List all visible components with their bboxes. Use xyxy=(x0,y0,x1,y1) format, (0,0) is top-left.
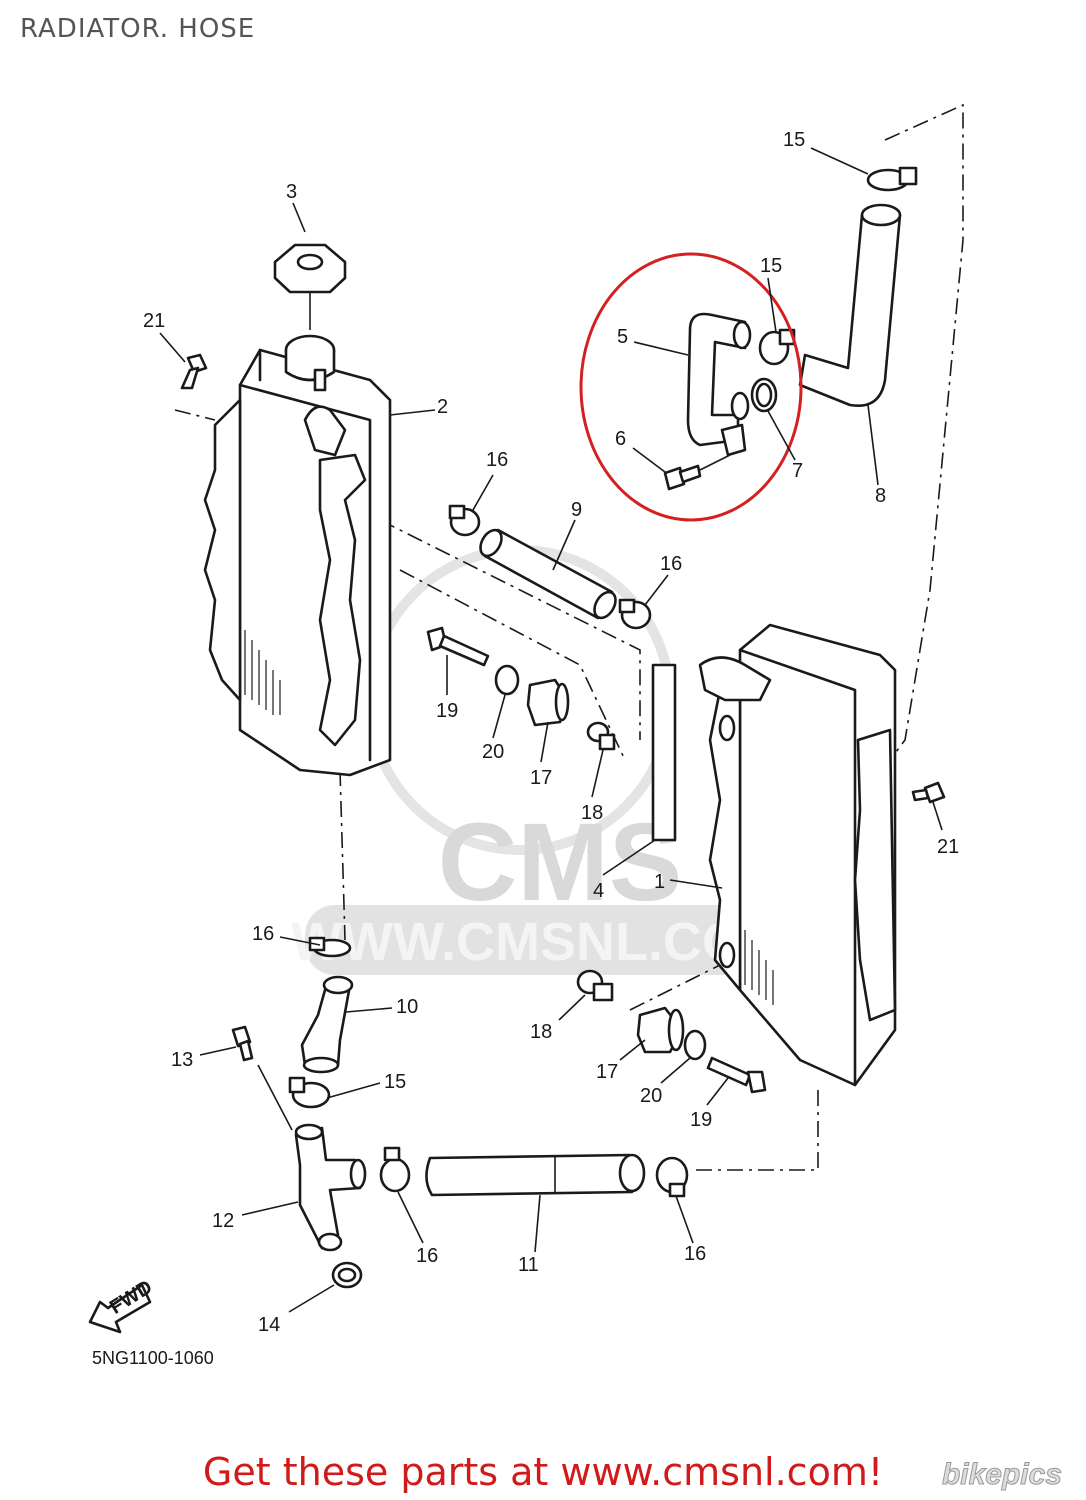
grommet-17-lower xyxy=(636,1006,685,1054)
clamp-16-c xyxy=(308,936,352,958)
leader-lines xyxy=(159,147,943,1313)
footer-logo: bikepics xyxy=(941,1458,1062,1492)
grommet-17-upper xyxy=(526,678,570,727)
callout-8: 8 xyxy=(875,485,886,507)
bolt-13 xyxy=(231,1025,293,1131)
clamp-16-a xyxy=(448,504,481,537)
callout-20-upper: 20 xyxy=(482,741,504,763)
callout-17-lower: 17 xyxy=(596,1061,618,1083)
fwd-arrow: FWD xyxy=(88,1276,156,1334)
callout-19-lower: 19 xyxy=(690,1109,712,1131)
hose-5 xyxy=(686,312,752,457)
callout-15-mid: 15 xyxy=(760,255,782,277)
callout-16-b: 16 xyxy=(660,553,682,575)
bolt-21-right xyxy=(911,781,946,804)
washer-20-lower xyxy=(683,1029,707,1061)
clamp-16-e xyxy=(655,1156,689,1198)
hose-8 xyxy=(798,203,902,408)
callout-5: 5 xyxy=(617,326,628,348)
callout-7: 7 xyxy=(792,460,803,482)
pipe-11 xyxy=(425,1153,646,1197)
callout-19-upper: 19 xyxy=(436,700,458,722)
diagram-code: 5NG1100-1060 xyxy=(92,1348,214,1368)
callout-14: 14 xyxy=(258,1314,280,1336)
bolt-21-left xyxy=(180,353,208,390)
pipe-12 xyxy=(294,1123,367,1252)
clamp-15-top xyxy=(866,166,918,192)
callout-2: 2 xyxy=(437,396,448,418)
clamp-15-mid xyxy=(758,328,796,366)
watermark: CMS WWW.CMSNL.COM xyxy=(291,545,789,975)
washer-20-upper xyxy=(494,664,520,696)
collar-18-lower xyxy=(576,969,614,1002)
callout-12: 12 xyxy=(212,1210,234,1232)
callout-16-e: 16 xyxy=(684,1243,706,1265)
callout-9: 9 xyxy=(571,499,582,521)
page-title: RADIATOR. HOSE xyxy=(20,14,256,44)
collar-18-upper xyxy=(586,721,616,751)
callout-20-lower: 20 xyxy=(640,1085,662,1107)
watermark-brand: CMS xyxy=(438,801,682,924)
bolt-19-lower xyxy=(706,1056,767,1094)
callout-21-right: 21 xyxy=(937,836,959,858)
clamp-15-lower xyxy=(288,1076,331,1109)
callout-16-d: 16 xyxy=(416,1245,438,1267)
callout-18-upper: 18 xyxy=(581,802,603,824)
o-ring-7 xyxy=(750,377,778,413)
callout-11: 11 xyxy=(518,1254,539,1276)
callout-15-top: 15 xyxy=(783,129,805,151)
callout-6: 6 xyxy=(615,428,626,450)
callout-15-lower: 15 xyxy=(384,1071,406,1093)
callout-16-c: 16 xyxy=(252,923,274,945)
callouts: 3 21 2 15 15 5 6 7 8 16 9 16 19 20 17 18… xyxy=(143,129,959,1336)
callout-4: 4 xyxy=(593,880,604,902)
clamp-16-d xyxy=(379,1146,411,1193)
footer-link[interactable]: Get these parts at www.cmsnl.com! xyxy=(202,1450,884,1494)
bolt-19-upper xyxy=(426,626,490,667)
callout-3: 3 xyxy=(286,181,297,203)
hose-10 xyxy=(300,975,354,1074)
callout-17-upper: 17 xyxy=(530,767,552,789)
callout-21-left: 21 xyxy=(143,310,165,332)
tube-9 xyxy=(479,528,617,620)
strip-4 xyxy=(651,663,677,842)
clamp-16-b xyxy=(618,598,652,630)
right-radiator xyxy=(698,623,897,1087)
callout-10: 10 xyxy=(396,996,418,1018)
callout-18-lower: 18 xyxy=(530,1021,552,1043)
o-ring-14 xyxy=(331,1261,363,1289)
left-radiator xyxy=(203,334,392,777)
highlight-circle xyxy=(579,252,803,522)
callout-1: 1 xyxy=(654,871,665,893)
callout-16-a: 16 xyxy=(486,449,508,471)
connection-lines xyxy=(174,103,964,1171)
radiator-cap xyxy=(273,243,347,330)
bolt-6 xyxy=(663,454,731,491)
watermark-url: WWW.CMSNL.COM xyxy=(291,912,789,972)
callout-13: 13 xyxy=(171,1049,193,1071)
